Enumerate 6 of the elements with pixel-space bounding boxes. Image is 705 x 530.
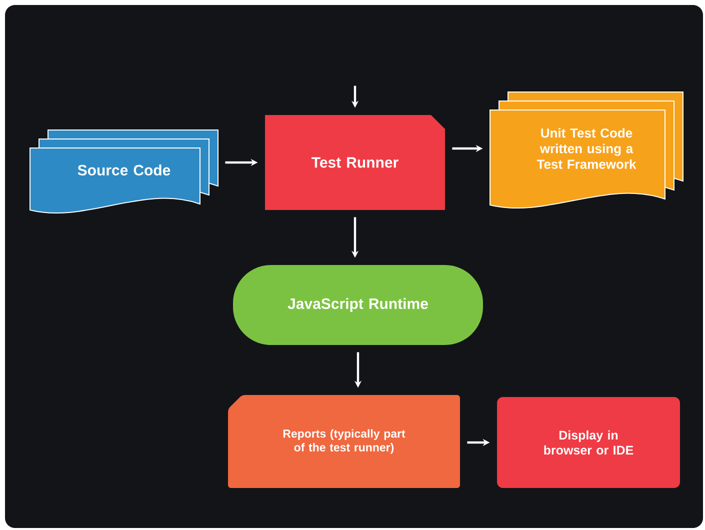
- terminal-pill: JavaScript Runtime: [233, 265, 483, 345]
- report-card: Reports (typically part of the test runner): [228, 395, 460, 488]
- display-box: Display in browser or IDE: [497, 397, 680, 488]
- process-box: Test Runner: [265, 115, 445, 210]
- document-stack: Unit Test Code written using a Test Framework: [490, 92, 684, 209]
- document-stack: Source Code: [30, 130, 218, 214]
